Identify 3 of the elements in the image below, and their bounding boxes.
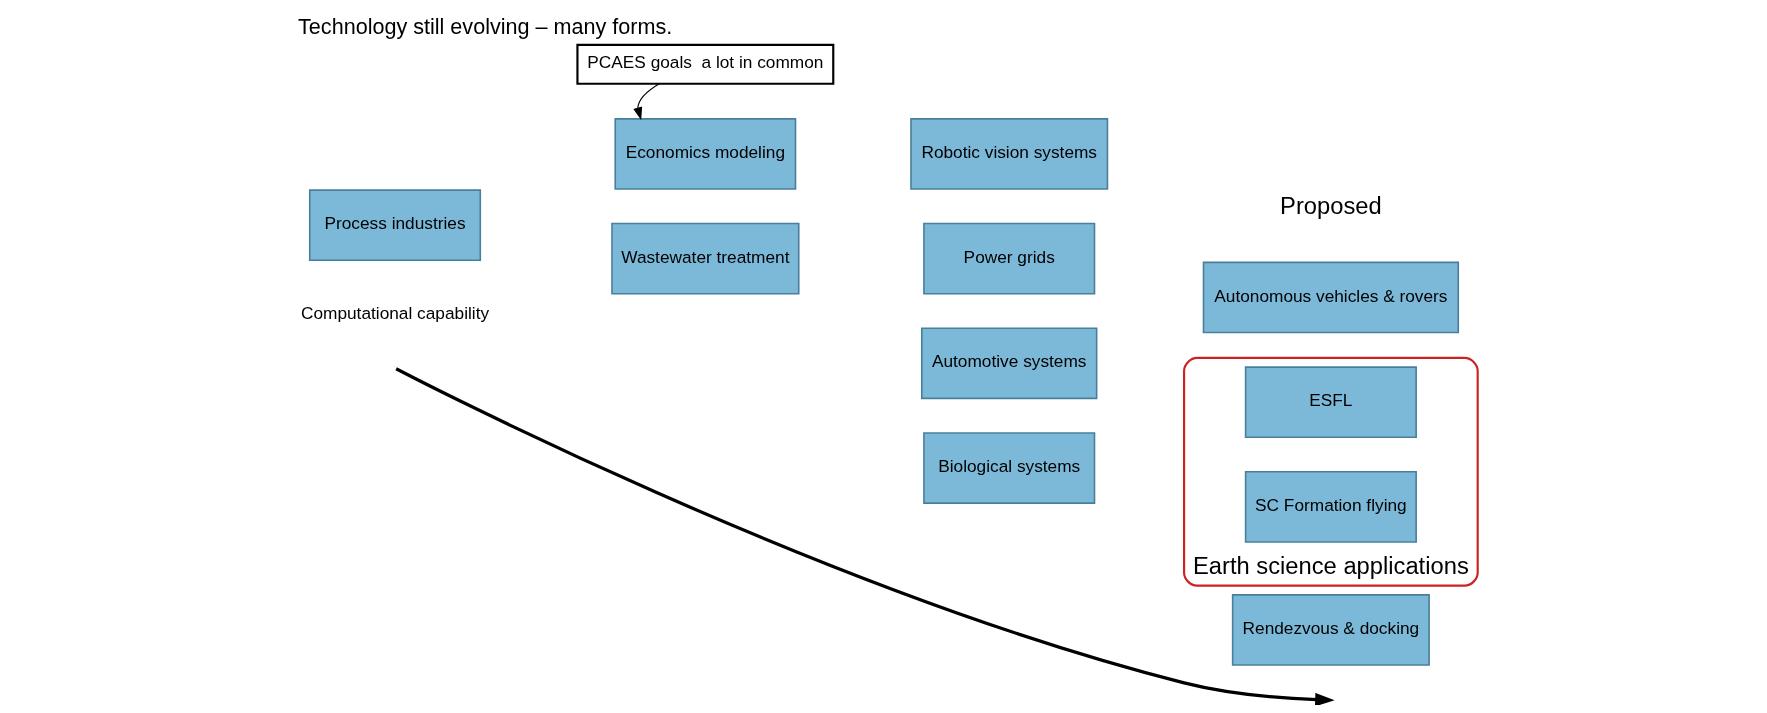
- label: Proposed: [1279, 192, 1382, 219]
- diagram-title: Technology still evolving – many forms.: [297, 14, 672, 40]
- label: Computational capability: [300, 302, 489, 323]
